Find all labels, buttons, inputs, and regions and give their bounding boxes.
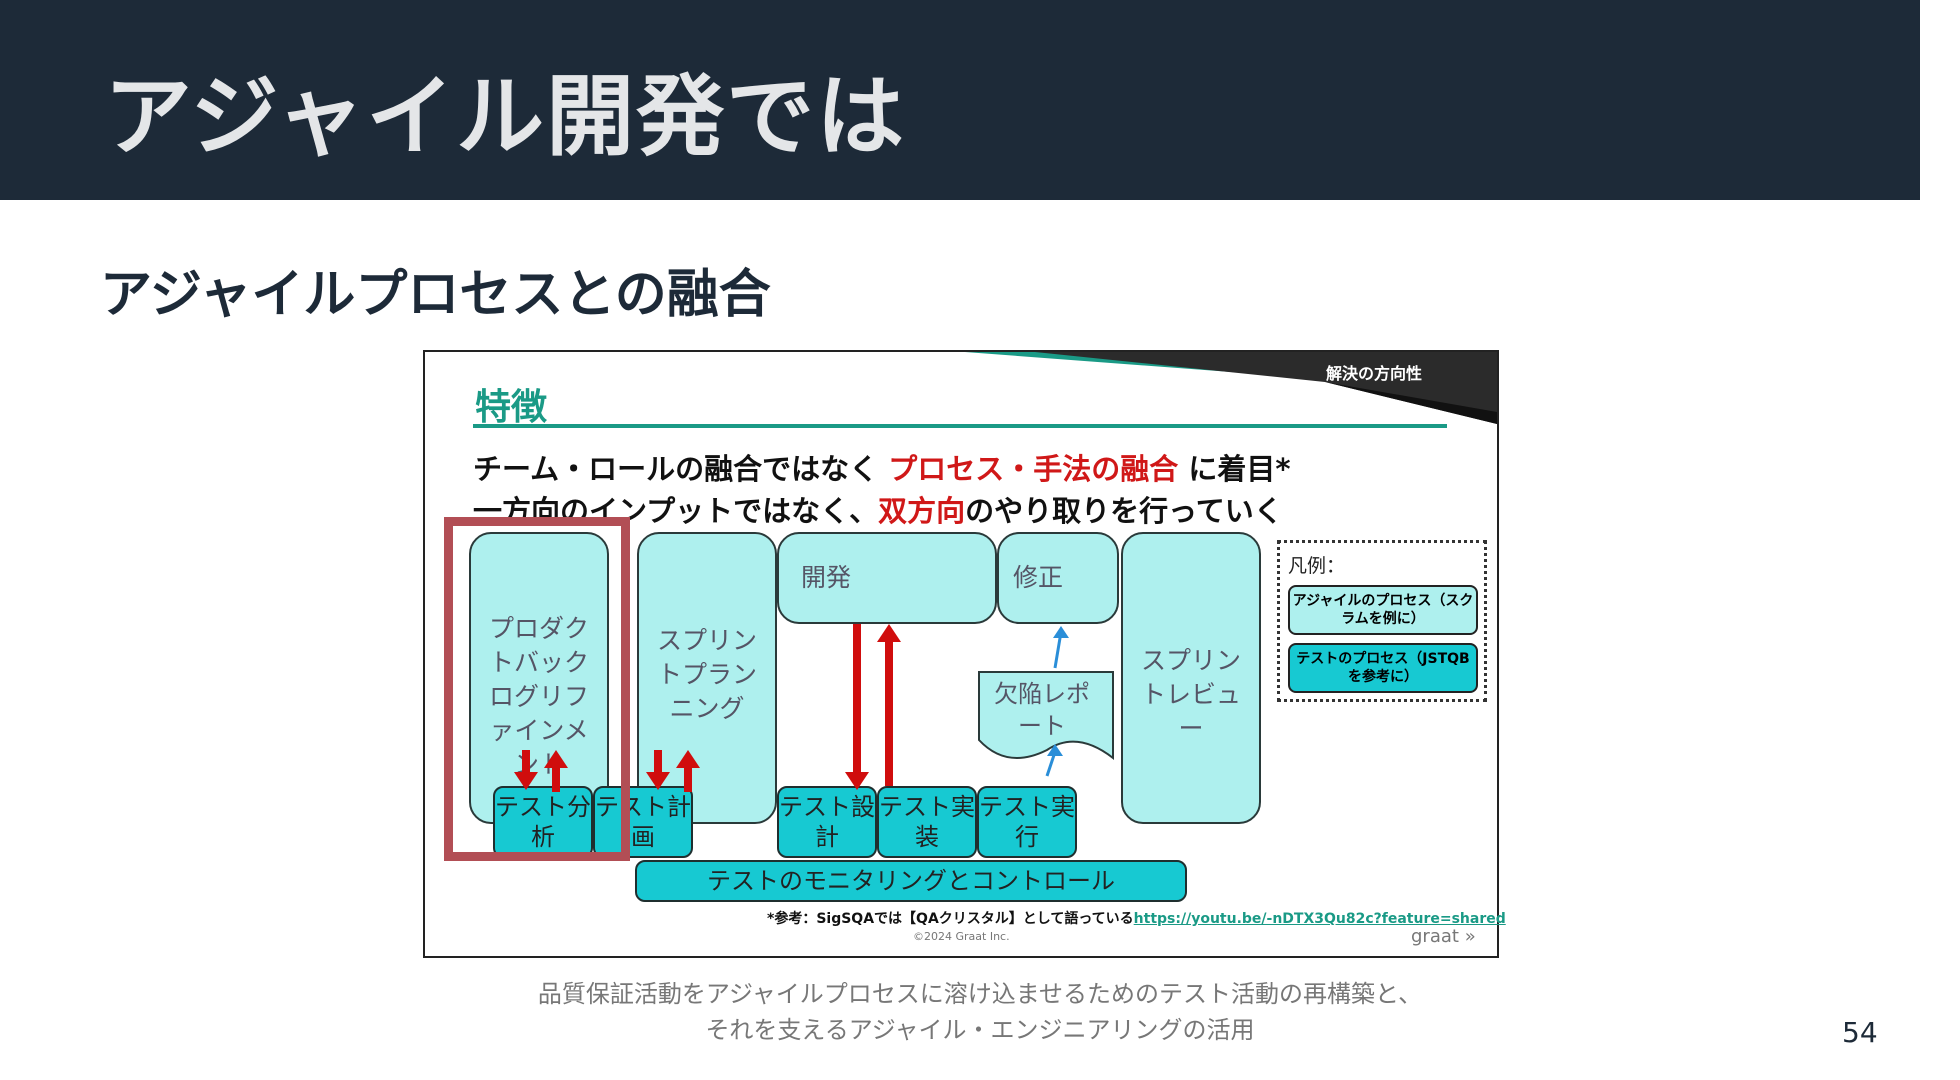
arrow-down-planning (654, 750, 662, 776)
legend-title: 凡例： (1288, 555, 1346, 577)
box-sprint-review: スプリントレビュー (1121, 532, 1261, 824)
slide-heading: 特徴 (475, 387, 548, 428)
copyright: ©2024 Graat Inc. (913, 930, 1010, 943)
arrow-up-analysis (552, 766, 560, 792)
test-analysis: テスト分析 (493, 786, 593, 858)
caption-line-1: 品質保証活動をアジャイルプロセスに溶け込ませるためのテスト活動の再構築と、 (537, 980, 1423, 1008)
section-subtitle: アジャイルプロセスとの融合 (100, 265, 771, 325)
defect-report-label: 欠陥レポート (994, 680, 1090, 740)
legend: 凡例： アジャイルのプロセス（スクラムを例に） テストのプロセス（JSTQBを参… (1277, 540, 1487, 702)
arrow-down-analysis (522, 750, 530, 776)
box-development: 開発 (777, 532, 997, 624)
box-sprint-planning-label: スプリントプランニング (656, 626, 757, 723)
slide-top-decoration (965, 352, 1497, 424)
test-execution-label: テスト実行 (979, 793, 1075, 851)
test-planning-label: テスト計画 (595, 793, 691, 851)
arrow-head-down-analysis (514, 772, 538, 790)
test-monitoring-control: テストのモニタリングとコントロール (635, 860, 1187, 902)
arrow-head-up-analysis (544, 750, 568, 768)
header-bar: アジャイル開発では (0, 0, 1920, 200)
page-number: 54 (1842, 1016, 1878, 1049)
reference-text: *参考：SigSQAでは【QAクリスタル】として語っている (767, 911, 1134, 927)
box-sprint-review-label: スプリントレビュー (1140, 646, 1241, 743)
arrow-head-up-planning (676, 750, 700, 768)
box-backlog-refinement: プロダクトバックログリファインメント (469, 532, 609, 824)
feature-line-1-a: チーム・ロールの融合ではなく (473, 452, 889, 486)
brand-logo: graat » (1411, 926, 1476, 947)
test-design-label: テスト設計 (779, 793, 875, 851)
caption-line-2: それを支えるアジャイル・エンジニアリングの活用 (705, 1016, 1255, 1044)
brand-logo-text: graat (1411, 926, 1459, 947)
arrow-head-up-dev (877, 624, 901, 642)
slide-image: 特徴 チーム・ロールの融合ではなく プロセス・手法の融合 に着目* 一方向のイン… (423, 350, 1506, 958)
slide-heading-underline (473, 424, 1447, 428)
feature-line-1: チーム・ロールの融合ではなく プロセス・手法の融合 に着目* (473, 446, 1291, 488)
box-development-label: 開発 (801, 563, 852, 592)
test-execution: テスト実行 (977, 786, 1077, 858)
feature-line-2: 一方向のインプットではなく、双方向のやり取りを行っていく (473, 488, 1283, 530)
reference-note: *参考：SigSQAでは【QAクリスタル】として語っているhttps://you… (767, 908, 1506, 928)
brand-chevron-icon: » (1464, 926, 1476, 947)
legend-agile-process: アジャイルのプロセス（スクラムを例に） (1288, 585, 1478, 635)
arrow-down-dev (853, 624, 861, 774)
legend-test-process: テストのプロセス（JSTQBを参考に） (1288, 643, 1478, 693)
test-implementation: テスト実装 (877, 786, 977, 858)
test-planning: テスト計画 (593, 786, 693, 858)
test-implementation-label: テスト実装 (879, 793, 975, 851)
feature-line-2-c: のやり取りを行っていく (965, 494, 1283, 528)
box-sprint-planning: スプリントプランニング (637, 532, 777, 824)
test-analysis-label: テスト分析 (495, 793, 591, 851)
highlight-frame (444, 517, 630, 861)
arrow-head-down-planning (646, 772, 670, 790)
feature-line-1-c: に着目* (1178, 452, 1291, 486)
defect-report-shape (978, 671, 1114, 761)
page-title: アジャイル開発では (104, 65, 907, 168)
feature-line-1-b: プロセス・手法の融合 (888, 452, 1179, 486)
arrow-head-down-dev (845, 772, 869, 790)
reference-link[interactable]: https://youtu.be/-nDTX3Qu82c?feature=sha… (1133, 911, 1506, 927)
arrow-up-dev (885, 640, 893, 786)
feature-line-2-b: 双方向 (878, 494, 966, 528)
box-fix-label: 修正 (1013, 563, 1064, 592)
arrow-up-planning (684, 766, 692, 792)
box-fix: 修正 (997, 532, 1119, 624)
slide-tag: 解決の方向性 (1326, 364, 1423, 383)
test-monitoring-control-label: テストのモニタリングとコントロール (707, 867, 1115, 895)
blue-arrows (1045, 626, 1069, 777)
test-design: テスト設計 (777, 786, 877, 858)
